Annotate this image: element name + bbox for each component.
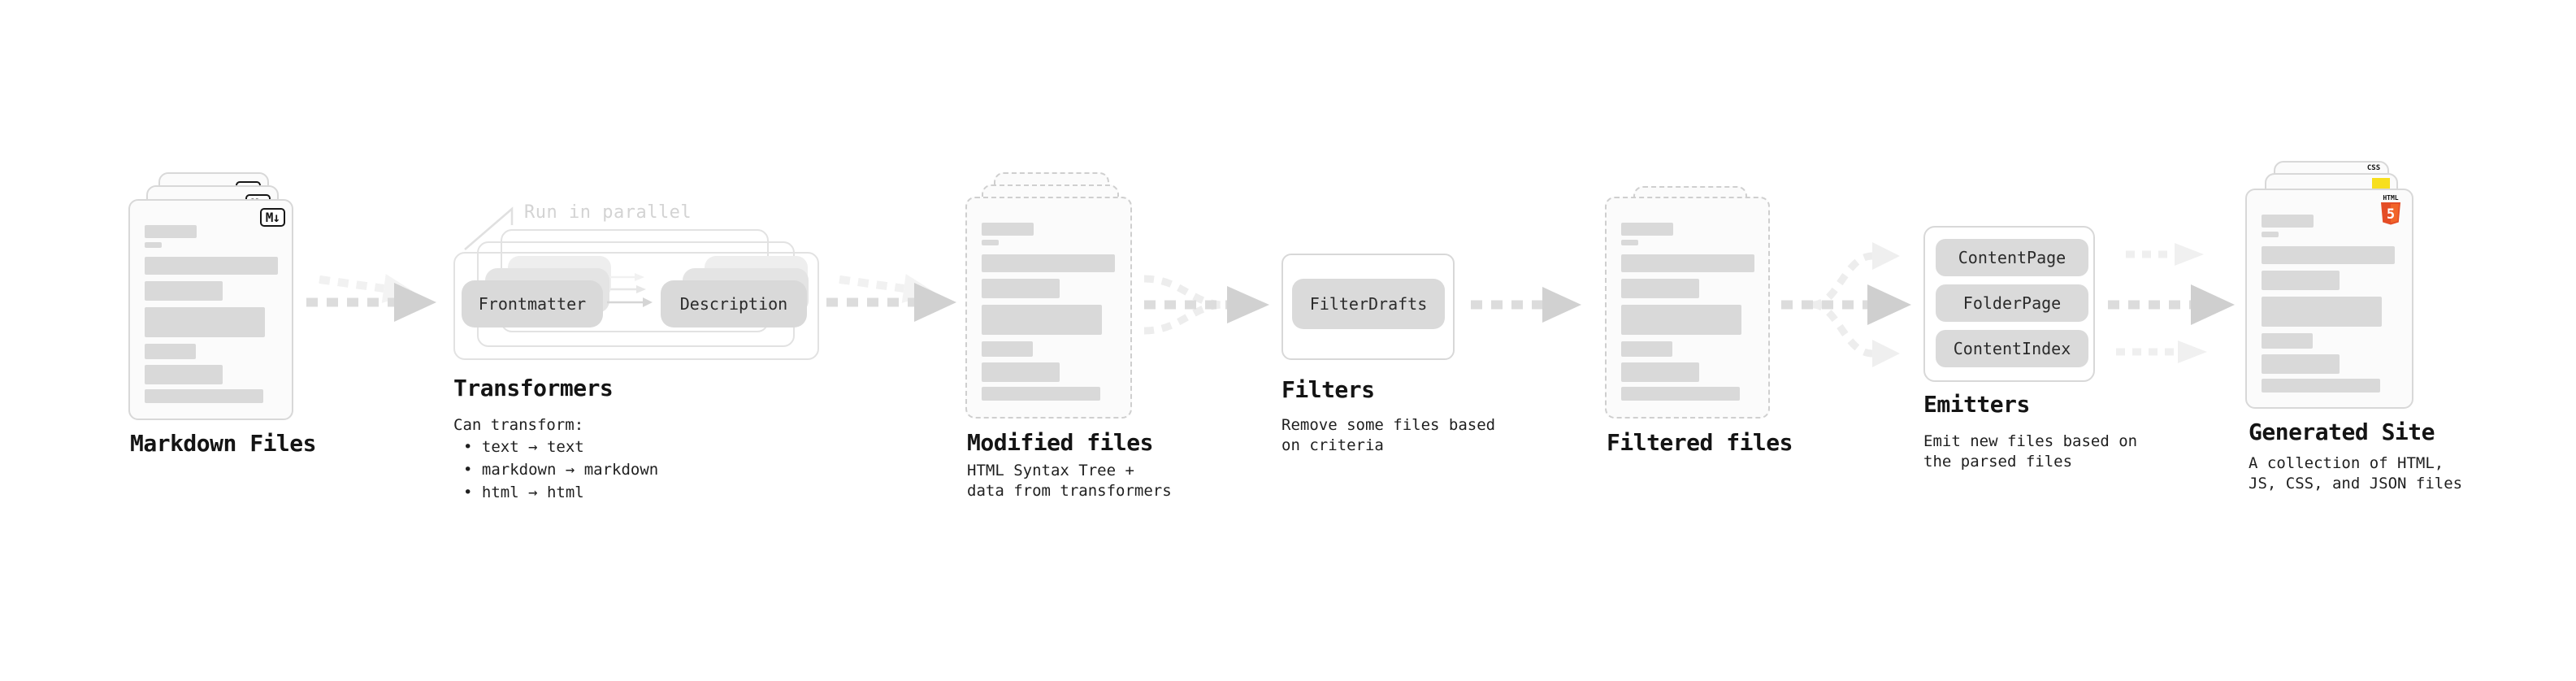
run-in-parallel-annotation: Run in parallel (524, 202, 692, 223)
frontmatter-pill: Frontmatter (462, 280, 603, 327)
desc-line: A collection of HTML, (2249, 454, 2444, 472)
text-line-placeholder (982, 240, 999, 245)
transformer-container-front (453, 252, 819, 360)
text-line-placeholder (1621, 254, 1754, 272)
html5-icon: HTML 5 (2381, 194, 2400, 225)
text-line-placeholder (982, 362, 1060, 382)
filtered-files-label: Filtered files (1607, 429, 1793, 456)
text-line-placeholder (145, 344, 196, 359)
desc-line: Remove some files based (1281, 416, 1496, 434)
text-line-placeholder (1621, 362, 1699, 382)
html5-number: 5 (2387, 206, 2395, 223)
generated-site-heading: Generated Site (2249, 419, 2435, 445)
text-line-placeholder (1621, 223, 1673, 236)
arrow-emitters-to-generated (2108, 243, 2235, 363)
annotation-leader-line (464, 206, 514, 250)
document-text-placeholder (2262, 215, 2397, 393)
text-line-placeholder (982, 387, 1100, 401)
description-pill: Description (661, 280, 807, 327)
arrow-modified-to-filters (1143, 275, 1269, 335)
text-line-placeholder (2262, 354, 2340, 374)
text-line-placeholder (145, 389, 263, 403)
text-line-placeholder (145, 307, 265, 337)
transformers-bullet-list: • text → text • markdown → markdown • ht… (463, 436, 658, 504)
modified-files-desc: HTML Syntax Tree + data from transformer… (967, 461, 1172, 501)
filterdrafts-pill: FilterDrafts (1292, 279, 1445, 329)
filters-desc: Remove some files based on criteria (1281, 415, 1495, 456)
desc-line: JS, CSS, and JSON files (2249, 475, 2463, 492)
text-line-placeholder (2262, 246, 2395, 264)
desc-line: data from transformers (967, 482, 1172, 500)
arrow-transformers-to-modified (826, 274, 956, 322)
emitters-box: ContentPage FolderPage ContentIndex (1923, 226, 2095, 382)
text-line-placeholder (2262, 379, 2380, 393)
transformers-heading: Transformers (453, 375, 614, 401)
text-line-placeholder (982, 341, 1033, 357)
filters-heading: Filters (1281, 376, 1375, 403)
text-line-placeholder (145, 365, 223, 384)
text-line-placeholder (982, 305, 1102, 335)
bullet-item: • html → html (463, 484, 584, 501)
text-line-placeholder (1621, 341, 1672, 357)
js-file-icon (2372, 178, 2390, 189)
text-line-placeholder (982, 279, 1060, 298)
html-file-card: HTML 5 (2245, 189, 2413, 409)
text-line-placeholder (145, 242, 162, 248)
desc-line: the parsed files (1923, 453, 2073, 471)
contentpage-pill: ContentPage (1936, 239, 2088, 276)
arrow-filtered-to-emitters (1781, 242, 1911, 367)
bullet-item: • markdown → markdown (463, 461, 659, 479)
transformer-mini-arrows (607, 273, 653, 307)
text-line-placeholder (1621, 240, 1638, 245)
text-line-placeholder (2262, 215, 2314, 228)
contentindex-pill: ContentIndex (1936, 330, 2088, 367)
document-text-placeholder (145, 225, 278, 403)
bullet-item: • text → text (463, 438, 584, 456)
text-line-placeholder (2262, 297, 2382, 327)
markdown-icon: M↓ (259, 208, 285, 227)
text-line-placeholder (2262, 232, 2279, 237)
markdown-file-card-front: M↓ (128, 199, 293, 420)
arrow-markdown-to-transformers (306, 274, 436, 322)
text-line-placeholder (145, 281, 223, 301)
text-line-placeholder (2262, 333, 2313, 349)
folderpage-pill: FolderPage (1936, 284, 2088, 322)
emitters-heading: Emitters (1923, 391, 2030, 418)
generated-site-desc: A collection of HTML, JS, CSS, and JSON … (2249, 453, 2462, 494)
transformers-desc-title: Can transform: (453, 416, 584, 434)
desc-line: HTML Syntax Tree + (967, 462, 1134, 479)
desc-line: on criteria (1281, 436, 1384, 454)
text-line-placeholder (145, 257, 278, 275)
document-text-placeholder (982, 223, 1116, 401)
desc-line: Emit new files based on (1923, 432, 2138, 450)
text-line-placeholder (982, 254, 1115, 272)
text-line-placeholder (145, 225, 197, 238)
text-line-placeholder (1621, 305, 1741, 335)
css-label: CSS (2366, 164, 2381, 172)
html5-wordmark: HTML (2383, 194, 2398, 202)
emitter-pill-list: ContentPage FolderPage ContentIndex (1936, 239, 2088, 375)
text-line-placeholder (982, 223, 1034, 236)
markdown-files-label: Markdown Files (130, 430, 317, 457)
modified-files-heading: Modified files (967, 429, 1154, 456)
document-text-placeholder (1621, 223, 1754, 401)
arrow-filters-to-filtered (1471, 287, 1581, 323)
emitters-desc: Emit new files based on the parsed files (1923, 432, 2137, 472)
text-line-placeholder (2262, 271, 2340, 290)
text-line-placeholder (1621, 387, 1740, 401)
text-line-placeholder (1621, 279, 1699, 298)
filtered-file-card-front (1605, 197, 1770, 419)
modified-file-card-front (965, 197, 1132, 419)
